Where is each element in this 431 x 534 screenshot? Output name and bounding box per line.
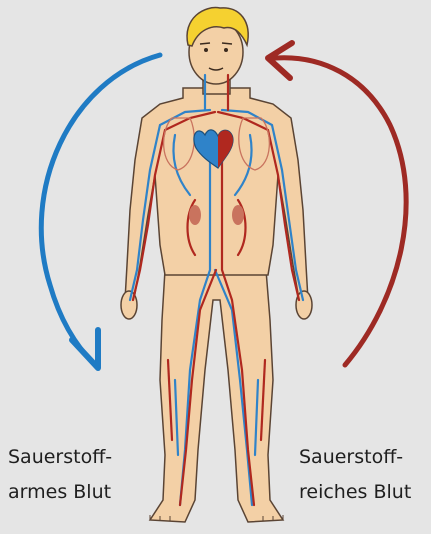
human-figure [121, 8, 312, 522]
left-kidney [189, 205, 201, 225]
right-kidney [232, 205, 244, 225]
oxygenated-label-line1: Sauerstoff- [299, 440, 411, 475]
oxygenated-label-line2: reiches Blut [299, 475, 411, 510]
oxygenated-blood-label: Sauerstoff- reiches Blut [299, 440, 411, 510]
deoxygenated-label-line1: Sauerstoff- [8, 440, 112, 475]
deoxygenated-label-line2: armes Blut [8, 475, 112, 510]
deoxygenated-blood-label: Sauerstoff- armes Blut [8, 440, 112, 510]
